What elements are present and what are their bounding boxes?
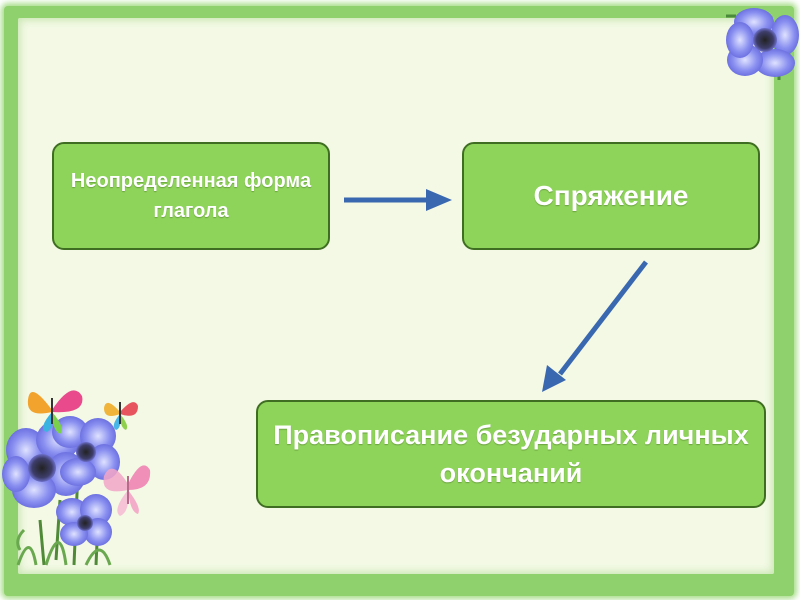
flower-icon [726,8,799,80]
arrow-infinitive-to-conjugation [344,189,452,211]
butterfly-icon [104,402,138,430]
node-conjugation-label: Спряжение [533,180,689,211]
butterfly-icon [103,465,151,516]
arrow-conjugation-to-spelling [542,260,648,392]
node-spelling: Правописание безударных личных окончаний [256,400,766,508]
butterfly-icon [27,390,83,434]
node-infinitive-label: Неопределенная форма глагола [70,170,312,222]
node-conjugation: Спряжение [462,142,760,250]
node-infinitive: Неопределенная форма глагола [52,142,330,250]
flower-icon [2,416,120,566]
node-spelling-label: Правописание безударных личных окончаний [273,420,749,488]
